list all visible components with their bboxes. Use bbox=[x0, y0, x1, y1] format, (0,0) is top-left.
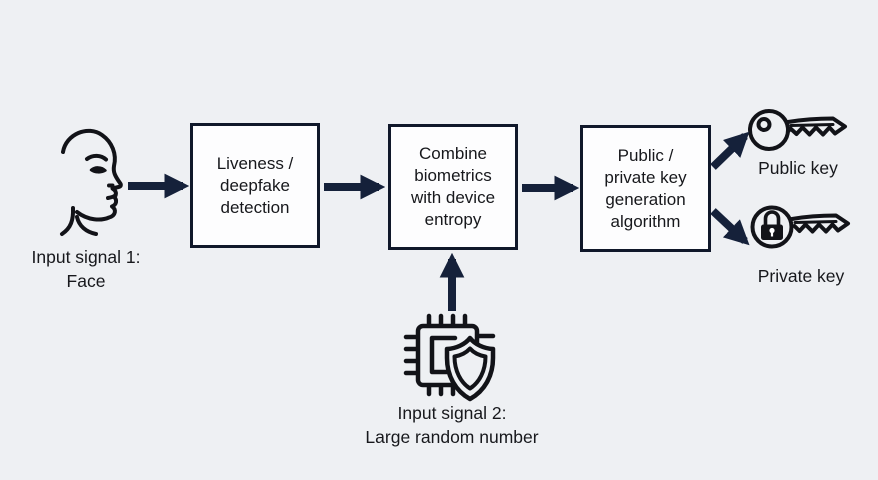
box-liveness-deepfake-detection: Liveness / deepfake detection bbox=[190, 123, 320, 248]
key-lock-icon bbox=[750, 205, 850, 249]
chip-shield-icon bbox=[403, 313, 496, 402]
key-icon bbox=[748, 109, 847, 151]
input-signal1-label: Input signal 1: Face bbox=[31, 247, 141, 291]
box-liveness-label: Liveness / deepfake detection bbox=[216, 153, 294, 217]
box-combine-biometrics: Combine biometrics with device entropy bbox=[388, 124, 518, 250]
input-signal2-label: Input signal 2: Large random number bbox=[365, 403, 539, 447]
public-key-label: Public key bbox=[758, 158, 838, 178]
arrow-keygen-to-private-key bbox=[710, 208, 750, 246]
box-keygen-label: Public / private key generation algorith… bbox=[604, 145, 687, 231]
face-profile-icon bbox=[60, 128, 123, 236]
box-combine-label: Combine biometrics with device entropy bbox=[410, 144, 496, 229]
box-key-generation: Public / private key generation algorith… bbox=[580, 125, 711, 252]
private-key-label: Private key bbox=[757, 266, 845, 286]
